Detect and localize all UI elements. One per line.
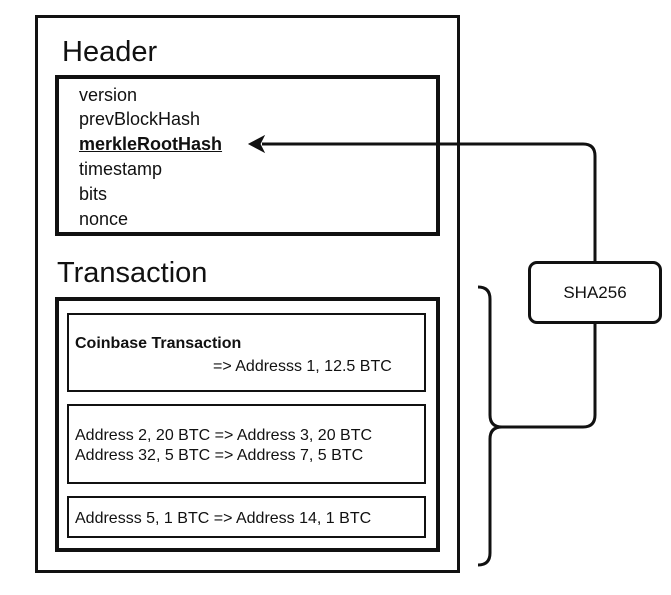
transaction-title: Transaction [57,257,208,289]
field-timestamp: timestamp [79,159,163,179]
coinbase-transaction-output: => Addresss 1, 12.5 BTC [213,358,392,375]
header-fields-box [55,75,440,236]
field-version: version [79,85,138,105]
transaction-line: Address 2, 20 BTC => Address 3, 20 BTC [75,427,373,444]
sha256-box: SHA256 [528,261,662,324]
transaction-line: Addresss 5, 1 BTC => Address 14, 1 BTC [75,510,372,527]
transaction-brace [477,285,503,567]
header-title: Header [62,36,158,68]
sha256-label: SHA256 [563,282,627,302]
field-bits: bits [79,184,108,204]
coinbase-transaction-box [67,313,426,392]
brace-to-sha-line [502,324,597,429]
transaction-group-box [67,496,426,538]
block-container [35,15,460,573]
field-prev-block-hash: prevBlockHash [79,109,201,129]
transaction-group-box [67,404,426,484]
field-nonce: nonce [79,209,129,229]
coinbase-transaction-title: Coinbase Transaction [75,335,242,352]
transaction-list-box [55,297,440,552]
transaction-line: Address 32, 5 BTC => Address 7, 5 BTC [75,447,364,464]
field-merkle-root-hash: merkleRootHash [79,134,223,154]
